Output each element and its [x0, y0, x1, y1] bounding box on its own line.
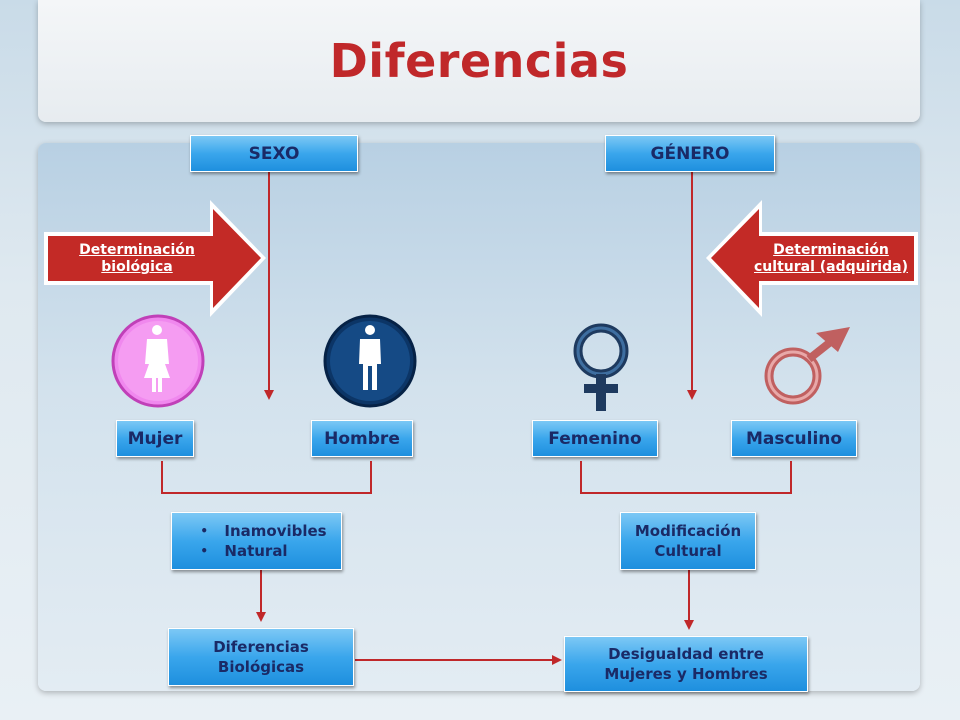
- bullet-inamovibles: Inamovibles: [200, 521, 326, 541]
- genero-bracket: [580, 461, 792, 494]
- diferencias-line1: Diferencias: [213, 638, 309, 656]
- modificacion-line1: Modificación: [634, 522, 742, 540]
- caracteristicas-sexo-box: Inamovibles Natural: [171, 512, 342, 570]
- diferencias-line2: Biológicas: [217, 658, 305, 676]
- mars-symbol-icon: [764, 327, 850, 405]
- determinacion-biologica-label: Determinación biológica: [54, 242, 220, 276]
- hombre-label: Hombre: [311, 420, 413, 457]
- diferencias-biologicas-box: Diferencias Biológicas: [168, 628, 354, 686]
- desigualdad-line1: Desigualdad entre: [608, 645, 764, 663]
- page-title: Diferencias: [329, 34, 629, 88]
- bullet-natural: Natural: [200, 541, 326, 561]
- sexo-bracket: [161, 461, 372, 494]
- arrow-left-line1: Determinación: [79, 242, 195, 258]
- modificacion-cultural-box: Modificación Cultural: [620, 512, 756, 570]
- female-figure-icon: [111, 314, 205, 408]
- determinacion-cultural-arrow: [706, 200, 918, 317]
- arrow-right-line2: cultural (adquirida): [754, 259, 908, 275]
- title-panel: Diferencias: [38, 0, 920, 122]
- femenino-label: Femenino: [532, 420, 658, 457]
- modificacion-line2: Cultural: [654, 542, 722, 560]
- desigualdad-box: Desigualdad entre Mujeres y Hombres: [564, 636, 808, 692]
- determinacion-cultural-label: Determinación cultural (adquirida): [748, 242, 914, 276]
- genero-header: GÉNERO: [605, 135, 775, 172]
- mujer-label: Mujer: [116, 420, 194, 457]
- determinacion-biologica-arrow: [44, 200, 266, 317]
- arrow-right-line1: Determinación: [773, 242, 889, 258]
- masculino-label: Masculino: [731, 420, 857, 457]
- sexo-header: SEXO: [190, 135, 358, 172]
- male-figure-icon: [323, 314, 417, 408]
- arrow-left-line2: biológica: [101, 259, 173, 275]
- venus-symbol-icon: [573, 323, 629, 411]
- desigualdad-line2: Mujeres y Hombres: [604, 665, 768, 683]
- caracteristicas-list: Inamovibles Natural: [186, 521, 326, 561]
